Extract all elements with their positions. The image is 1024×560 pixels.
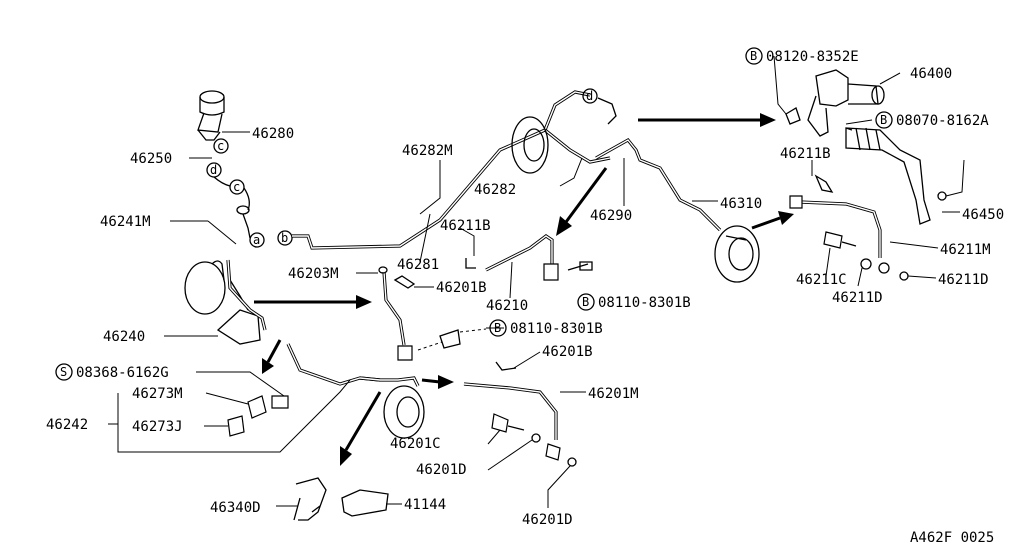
bolt-08110-8301b-lower: B 08110-8301B	[489, 319, 603, 337]
svg-text:08070-8162A: 08070-8162A	[896, 113, 989, 129]
label-46280: 46280	[252, 126, 294, 142]
svg-text:c: c	[217, 139, 224, 153]
label-46211d-bottom: 46211D	[832, 290, 883, 306]
bolt-08110-8301b-upper: B 08110-8301B	[577, 293, 691, 311]
label-46273m: 46273M	[132, 386, 183, 402]
svg-text:S: S	[60, 365, 67, 379]
label-46290: 46290	[590, 208, 632, 224]
callout-a: a	[249, 232, 265, 248]
svg-text:B: B	[582, 295, 589, 309]
svg-text:08110-8301B: 08110-8301B	[598, 295, 691, 311]
callout-c-lower: c	[229, 179, 245, 195]
screw-08368-6162g: S 08368-6162G	[55, 363, 169, 381]
label-46201m: 46201M	[588, 386, 639, 402]
label-46211m: 46211M	[940, 242, 991, 258]
diagram-code: A462F 0025	[910, 530, 994, 546]
label-46210: 46210	[486, 298, 528, 314]
arrow-to-brackets	[340, 391, 382, 466]
svg-text:d: d	[210, 163, 217, 177]
rear-disc-right	[714, 225, 760, 283]
label-46400: 46400	[910, 66, 952, 82]
label-46250: 46250	[130, 151, 172, 167]
svg-text:B: B	[494, 321, 501, 335]
clip-46201b-mid	[393, 275, 416, 289]
label-46211d-right: 46211D	[938, 272, 989, 288]
svg-text:b: b	[281, 231, 288, 245]
label-46281: 46281	[397, 257, 439, 273]
label-46211b-right: 46211B	[780, 146, 831, 162]
clip-46201b-low	[495, 361, 517, 371]
label-46201d-bottom: 46201D	[522, 512, 573, 528]
arrow-to-46203m	[254, 295, 372, 309]
bolt-08070-8162a: B 08070-8162A	[875, 111, 989, 129]
label-46282: 46282	[474, 182, 516, 198]
front-left-strut	[184, 260, 261, 345]
arrow-to-46211m	[751, 211, 794, 230]
clip-46211b-right	[814, 174, 834, 193]
proportioning-valve-46400	[807, 69, 885, 137]
label-46211b-mid: 46211B	[440, 218, 491, 234]
svg-text:08110-8301B: 08110-8301B	[510, 321, 603, 337]
label-46273j: 46273J	[132, 419, 183, 435]
svg-text:a: a	[253, 233, 260, 247]
label-46242: 46242	[46, 417, 88, 433]
label-41144: 41144	[404, 497, 446, 513]
clip-46211b-mid	[465, 258, 476, 269]
label-46282m: 46282M	[402, 143, 453, 159]
svg-text:B: B	[750, 49, 757, 63]
label-46201b-low: 46201B	[542, 344, 593, 360]
label-46203m: 46203M	[288, 266, 339, 282]
callout-d-left: d	[206, 162, 222, 178]
master-cylinder-reservoir	[197, 90, 225, 141]
callout-c-upper: c	[213, 138, 229, 154]
label-46310: 46310	[720, 196, 762, 212]
bracket-41144	[341, 489, 389, 517]
arrow-to-46210	[556, 167, 608, 236]
svg-text:B: B	[880, 113, 887, 127]
arrow-to-46201m	[421, 375, 454, 389]
arrow-to-valve	[638, 113, 776, 127]
svg-text:d: d	[586, 89, 593, 103]
label-46240: 46240	[103, 329, 145, 345]
rear-disc-upper	[511, 116, 549, 174]
label-46201b-mid: 46201B	[436, 280, 487, 296]
label-46450: 46450	[962, 207, 1004, 223]
label-46340d: 46340D	[210, 500, 261, 516]
bolt-08120-8352e: B 08120-8352E	[745, 47, 859, 65]
label-46201d-mid: 46201D	[416, 462, 467, 478]
label-46211c: 46211C	[796, 272, 847, 288]
svg-text:08368-6162G: 08368-6162G	[76, 365, 169, 381]
label-46241m: 46241M	[100, 214, 151, 230]
svg-text:c: c	[233, 180, 240, 194]
callout-d-upper: d	[582, 88, 598, 104]
callout-b: b	[277, 230, 293, 246]
label-46201c: 46201C	[390, 436, 441, 452]
arrow-to-clamps	[262, 339, 282, 374]
front-disc-lower	[383, 385, 425, 439]
bracket-46450	[845, 127, 931, 225]
bracket-46340d	[295, 477, 327, 521]
svg-text:08120-8352E: 08120-8352E	[766, 49, 859, 65]
